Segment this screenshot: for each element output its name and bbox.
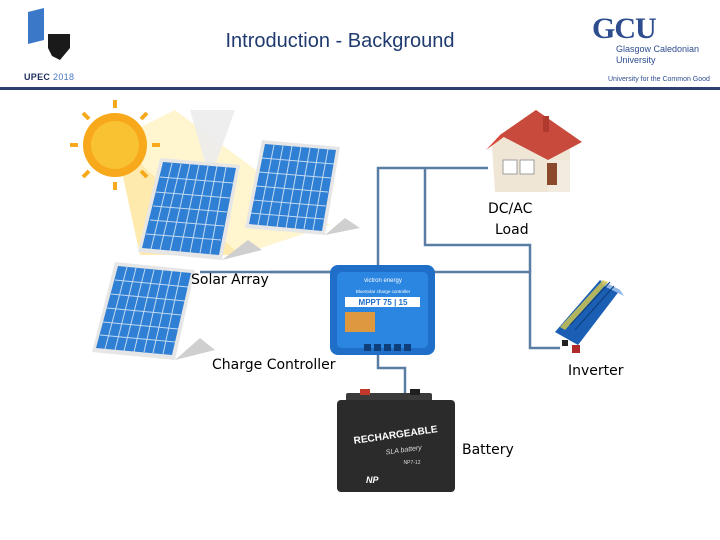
dc-ac-load-label-line2: Load [495,222,529,238]
charge-controller-icon: MPPT 75 | 15 victron energy BlueSolar ch… [330,265,435,355]
house-icon [486,110,582,192]
inverter-label: Inverter [568,363,624,379]
battery-maker-text: NP [366,475,379,485]
gcu-logo: GCU Glasgow Caledonian University Univer… [592,6,720,84]
controller-product-text: BlueSolar charge controller [356,289,411,294]
dc-ac-load-label-line1: DC/AC [488,201,533,217]
controller-model-text: MPPT 75 | 15 [359,298,408,307]
solar-array-label: Solar Array [191,272,269,288]
header-rule [0,87,720,90]
solar-panel-icon [245,140,360,235]
wire-load-to-controller [376,166,488,300]
gcu-name-line2: University [616,55,656,65]
upec-logo [22,8,74,70]
solar-panel-icon [138,158,262,260]
inverter-icon [555,280,624,353]
battery-label: Battery [462,442,514,458]
upec-logo-mark [28,8,70,60]
battery-icon: RECHARGEABLE SLA battery NP7-12 NP [337,389,455,492]
page-title: Introduction - Background [225,30,455,52]
gcu-name-line1: Glasgow Caledonian [616,44,700,54]
upec-logo-text: UPEC 2018 [24,72,75,82]
solar-panel-icon [92,262,215,360]
wire-load-drop [423,168,532,272]
gcu-logo-mark: GCU [592,12,657,45]
battery-model-text: NP7-12 [404,460,421,466]
charge-controller-label: Charge Controller [212,357,336,373]
controller-brand-text: victron energy [364,278,402,284]
gcu-motto: University for the Common Good [608,76,710,83]
